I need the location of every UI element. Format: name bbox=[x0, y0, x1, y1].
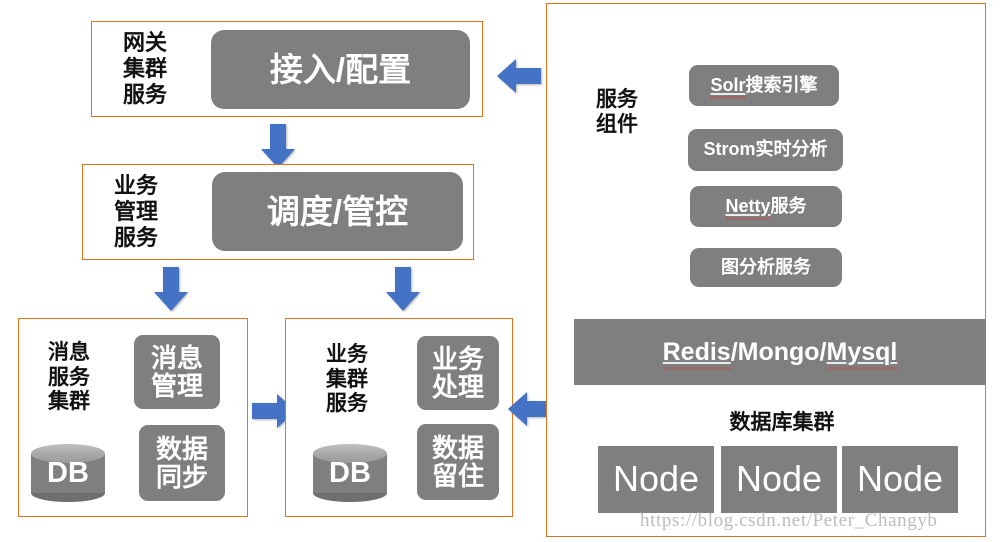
message-label-line-2: 服务 bbox=[48, 365, 90, 389]
scheduling-control-box[interactable]: 调度/管控 bbox=[212, 172, 463, 251]
db-node-box-3[interactable]: Node bbox=[842, 446, 958, 513]
scheduling-label-line-1: 业务 bbox=[113, 173, 158, 199]
data-sync-box[interactable]: 数据 同步 bbox=[139, 425, 225, 501]
db-node-label-2: Node bbox=[735, 458, 823, 500]
business-db-label: DB bbox=[329, 456, 371, 489]
data-sync-line-1: 数据 bbox=[155, 433, 208, 464]
db-cluster-title-text: 数据库集群 bbox=[729, 410, 835, 434]
gateway-label-line-1: 网关 bbox=[122, 30, 167, 56]
datastore-middle-text: /Mongo/ bbox=[730, 337, 827, 366]
gateway-access-config-text: 接入/配置 bbox=[269, 50, 412, 88]
watermark-text: https://blog.csdn.net/Peter_Changyb bbox=[640, 510, 938, 531]
arrow-down-scheduling-to-message bbox=[154, 267, 188, 311]
db-node-box-1[interactable]: Node bbox=[598, 446, 714, 513]
data-retention-box[interactable]: 数据 留住 bbox=[417, 424, 499, 500]
message-cluster-label: 消息 服务 集群 bbox=[28, 332, 110, 424]
datastore-redis-text: Redis bbox=[662, 337, 731, 370]
datastore-mysql-text: Mysql bbox=[826, 337, 898, 370]
db-cylinder-top bbox=[31, 444, 105, 463]
graph-analysis-text: 图分析服务 bbox=[721, 256, 811, 277]
data-sync-line-2: 同步 bbox=[155, 462, 208, 492]
business-processing-line-2: 处理 bbox=[431, 372, 484, 402]
netty-cjk-text: 服务 bbox=[770, 195, 807, 216]
gateway-cluster-label: 网关 集群 服务 bbox=[100, 26, 190, 112]
scheduling-label-line-2: 管理 bbox=[113, 199, 158, 225]
service-components-label-line-1: 服务 bbox=[596, 88, 638, 112]
message-db-label: DB bbox=[47, 456, 89, 489]
db-node-label-3: Node bbox=[856, 458, 944, 500]
db-node-box-2[interactable]: Node bbox=[721, 446, 837, 513]
gateway-access-config-box[interactable]: 接入/配置 bbox=[211, 30, 470, 109]
solr-latin-text: Solr bbox=[710, 74, 746, 100]
strom-latin-text: Strom bbox=[703, 139, 756, 160]
service-components-label: 服务 组件 bbox=[582, 83, 652, 143]
arrow-down-scheduling-to-business bbox=[386, 267, 420, 311]
service-components-label-line-2: 组件 bbox=[596, 113, 638, 136]
business-label-line-1: 业务 bbox=[326, 342, 368, 366]
db-cylinder-top bbox=[313, 444, 387, 463]
db-cluster-title: 数据库集群 bbox=[702, 410, 862, 436]
business-processing-box[interactable]: 业务 处理 bbox=[417, 336, 499, 410]
strom-cjk-text: 实时分析 bbox=[755, 139, 828, 160]
message-management-line-2: 管理 bbox=[150, 371, 203, 401]
datastore-bar[interactable]: Redis/Mongo/Mysql bbox=[574, 319, 986, 385]
solr-cjk-text: 搜索引擎 bbox=[745, 74, 818, 95]
gateway-label-line-2: 集群 bbox=[122, 56, 167, 82]
business-processing-line-1: 业务 bbox=[431, 343, 484, 374]
message-management-box[interactable]: 消息 管理 bbox=[134, 335, 220, 409]
db-node-label-1: Node bbox=[612, 458, 700, 500]
scheduling-cluster-label: 业务 管理 服务 bbox=[91, 169, 181, 255]
data-retention-line-1: 数据 bbox=[431, 432, 484, 463]
message-cluster-db-cylinder: DB bbox=[31, 444, 105, 502]
business-cluster-label: 业务 集群 服务 bbox=[306, 334, 388, 426]
arrow-left-into-gateway bbox=[497, 59, 541, 93]
arrow-down-gateway-to-scheduling bbox=[261, 124, 295, 168]
service-component-graph-analysis[interactable]: 图分析服务 bbox=[690, 248, 842, 287]
arrow-left-into-business bbox=[508, 392, 552, 426]
message-label-line-1: 消息 bbox=[48, 340, 90, 364]
gateway-label-line-3: 服务 bbox=[122, 81, 167, 107]
message-label-line-3: 集群 bbox=[48, 390, 90, 414]
scheduling-label-line-3: 服务 bbox=[113, 224, 158, 250]
business-label-line-2: 集群 bbox=[326, 367, 368, 391]
message-management-line-1: 消息 bbox=[150, 342, 203, 373]
netty-latin-text: Netty bbox=[725, 195, 771, 221]
business-cluster-db-cylinder: DB bbox=[313, 444, 387, 502]
scheduling-control-text: 调度/管控 bbox=[266, 192, 409, 230]
business-label-line-3: 服务 bbox=[326, 392, 368, 416]
data-retention-line-2: 留住 bbox=[431, 461, 484, 491]
